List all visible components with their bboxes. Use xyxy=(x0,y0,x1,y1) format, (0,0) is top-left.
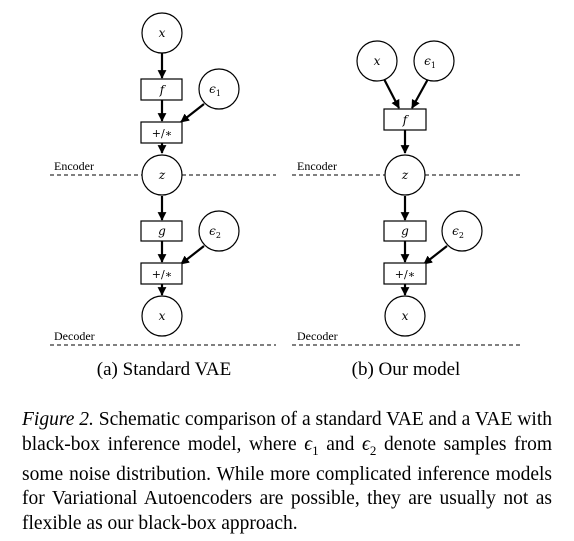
panel-b: x ϵ1 f z g ϵ2 +/∗ x Encoder Decoder (b) … xyxy=(292,40,520,380)
node-b-f-box xyxy=(383,108,427,131)
node-a-combine2-label: +/∗ xyxy=(152,268,172,281)
node-b-z-label: z xyxy=(401,168,409,182)
node-a-g-box xyxy=(140,220,183,242)
node-a-combine2-box xyxy=(140,262,183,285)
encoder-label-b: Encoder xyxy=(297,159,337,173)
panel-b-caption: (b) Our model xyxy=(352,359,461,380)
node-b-x-output xyxy=(384,295,426,337)
node-b-eps2 xyxy=(441,210,483,252)
node-a-eps2 xyxy=(198,210,240,252)
node-b-f-label: f xyxy=(402,113,410,127)
encoder-label-a: Encoder xyxy=(54,159,94,173)
node-a-eps1-label: ϵ1 xyxy=(209,82,221,98)
node-a-x-input xyxy=(141,12,183,54)
edge-b-x-to-f xyxy=(383,78,400,109)
node-b-combine2-label: +/∗ xyxy=(395,268,415,281)
node-a-f-box xyxy=(140,78,183,101)
vae-comparison-diagram: x f ϵ1 +/∗ z g ϵ2 +/∗ x Encoder Decoder … xyxy=(50,12,520,380)
decoder-label-b: Decoder xyxy=(297,329,338,343)
edge-b-eps2-to-combine2 xyxy=(423,245,448,265)
node-b-x-input-label: x xyxy=(374,54,381,68)
node-b-eps1 xyxy=(413,40,455,82)
node-b-x-input xyxy=(356,40,398,82)
node-b-eps1-label: ϵ1 xyxy=(424,54,436,70)
node-a-combine1-label: +/∗ xyxy=(152,127,172,140)
node-a-combine1-box xyxy=(140,121,183,144)
node-a-eps2-label: ϵ2 xyxy=(209,224,221,240)
caption-text-2: and xyxy=(318,433,363,455)
node-a-g-label: g xyxy=(158,224,166,238)
caption-eps2: ϵ2 xyxy=(362,433,377,458)
node-b-g-box xyxy=(383,220,427,242)
edge-a-eps2-to-combine2 xyxy=(180,245,205,265)
node-a-f-label: f xyxy=(159,83,167,97)
node-a-z-label: z xyxy=(158,168,166,182)
edge-b-eps1-to-f xyxy=(411,78,429,109)
panel-a: x f ϵ1 +/∗ z g ϵ2 +/∗ x Encoder Decoder … xyxy=(50,12,276,380)
panel-a-caption: (a) Standard VAE xyxy=(97,359,231,380)
figure-label: Figure 2. xyxy=(22,409,94,430)
caption-text-1: Schematic comparison of a standard VAE a… xyxy=(22,409,552,455)
caption-eps1: ϵ1 xyxy=(304,433,319,458)
node-a-x-input-label: x xyxy=(159,26,166,40)
decoder-label-a: Decoder xyxy=(54,329,95,343)
edge-a-eps1-to-combine1 xyxy=(180,103,205,123)
node-b-eps2-label: ϵ2 xyxy=(452,224,464,240)
node-b-combine2-box xyxy=(383,262,427,285)
node-b-g-label: g xyxy=(401,224,409,238)
caption-text-3: denote samples from some noise distribut… xyxy=(22,433,552,534)
node-a-x-output xyxy=(141,295,183,337)
figure-caption: Figure 2. Schematic comparison of a stan… xyxy=(22,408,552,536)
node-a-x-output-label: x xyxy=(159,309,166,323)
node-a-eps1 xyxy=(198,68,240,110)
node-b-x-output-label: x xyxy=(402,309,409,323)
